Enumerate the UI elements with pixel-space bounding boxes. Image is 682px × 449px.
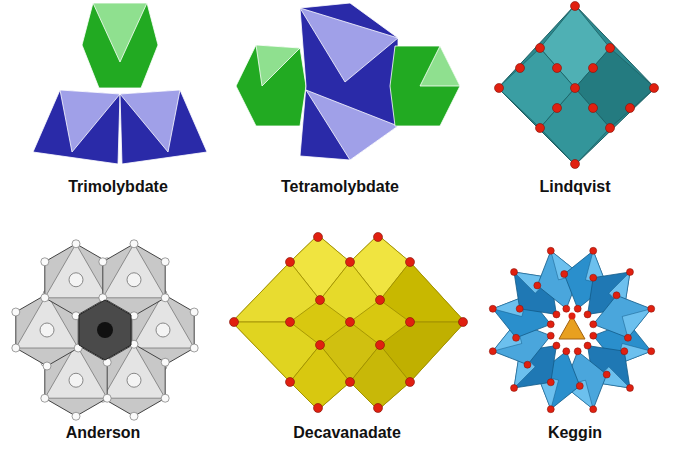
- oxygen-atom: [547, 379, 554, 386]
- structure-name: Anderson: [66, 424, 141, 441]
- metal-atom: [127, 373, 141, 387]
- oxygen-atom: [547, 321, 554, 328]
- oxygen-atom: [563, 305, 570, 312]
- central-atom: [97, 322, 113, 338]
- oxygen-atom: [41, 294, 49, 302]
- label-slot: Tetramolybdate: [281, 178, 399, 196]
- oxygen-atom: [99, 258, 107, 266]
- oxygen-atom: [613, 292, 620, 299]
- oxygen-atom: [621, 348, 628, 355]
- oxygen-atom: [103, 394, 111, 402]
- oxygen-atom: [534, 282, 541, 289]
- oxygen-atom: [584, 342, 591, 349]
- oxygen-atom: [12, 344, 20, 352]
- oxygen-atom: [590, 247, 597, 254]
- oxygen-atom: [43, 362, 51, 370]
- oxygen-atom: [648, 348, 655, 355]
- decavanadate-structure: [230, 233, 468, 413]
- trimolybdate-structure: [33, 3, 207, 164]
- oxygen-atom: [161, 394, 169, 402]
- oxygen-atom: [41, 258, 49, 266]
- oxygen-atom: [524, 361, 531, 368]
- oxygen-atom: [584, 311, 591, 318]
- oxygen-atom: [624, 334, 631, 341]
- oxygen-atom: [590, 332, 597, 339]
- oxygen-atom: [590, 321, 597, 328]
- oxygen-atom: [511, 384, 518, 391]
- metal-atom: [69, 373, 83, 387]
- metal-atom: [127, 273, 141, 287]
- label-slot: Trimolybdate: [68, 178, 168, 196]
- oxygen-atom: [161, 258, 169, 266]
- oxygen-atom: [590, 406, 597, 413]
- oxygen-atom: [547, 247, 554, 254]
- octahedron-face: [45, 244, 107, 298]
- oxygen-atom: [553, 342, 560, 349]
- oxygen-atom: [553, 311, 560, 318]
- oxygen-atom: [190, 344, 198, 352]
- oxygen-atom: [576, 382, 583, 389]
- oxygen-atom: [648, 305, 655, 312]
- octahedron-face: [622, 309, 651, 338]
- structure-name: Tetramolybdate: [281, 178, 399, 195]
- oxygen-atom: [569, 313, 576, 320]
- label-slot: Anderson: [66, 424, 141, 442]
- structure-name: Decavanadate: [293, 424, 401, 441]
- oxygen-atom: [489, 305, 496, 312]
- structure-name: Lindqvist: [539, 178, 610, 195]
- oxygen-atom: [511, 269, 518, 276]
- metal-atom: [40, 323, 54, 337]
- oxygen-atom: [563, 348, 570, 355]
- octahedron: [593, 295, 651, 338]
- oxygen-atom: [72, 240, 80, 248]
- octahedron-face: [103, 244, 165, 298]
- oxygen-atom: [603, 371, 610, 378]
- structure-name: Keggin: [548, 424, 602, 441]
- tetramolybdate-structure: [236, 3, 460, 160]
- metal-atom: [69, 273, 83, 287]
- central-octahedron: [79, 300, 131, 360]
- label-slot: Keggin: [548, 424, 602, 442]
- structure-name: Trimolybdate: [68, 178, 168, 195]
- oxygen-atom: [161, 358, 169, 366]
- oxygen-atom: [626, 269, 633, 276]
- oxygen-atom: [161, 294, 169, 302]
- oxygen-atom: [574, 348, 581, 355]
- oxygen-atom: [130, 412, 138, 420]
- lindqvist-structure: [495, 2, 659, 169]
- label-slot: Lindqvist: [539, 178, 610, 196]
- oxygen-atom: [516, 305, 523, 312]
- oxygen-atom: [489, 348, 496, 355]
- oxygen-atom: [561, 271, 568, 278]
- oxygen-atom: [12, 308, 20, 316]
- keggin-structure: [489, 247, 654, 412]
- oxygen-atom: [130, 240, 138, 248]
- oxygen-atom: [547, 406, 554, 413]
- label-slot: Decavanadate: [293, 424, 401, 442]
- oxygen-atom: [626, 384, 633, 391]
- anderson-structure: [12, 240, 198, 420]
- oxygen-atom: [590, 274, 597, 281]
- oxygen-atom: [41, 394, 49, 402]
- oxygen-atom: [513, 334, 520, 341]
- oxygen-atom: [547, 332, 554, 339]
- oxygen-atom: [72, 412, 80, 420]
- metal-atom: [156, 323, 170, 337]
- oxygen-atom: [190, 308, 198, 316]
- oxygen-atom: [574, 305, 581, 312]
